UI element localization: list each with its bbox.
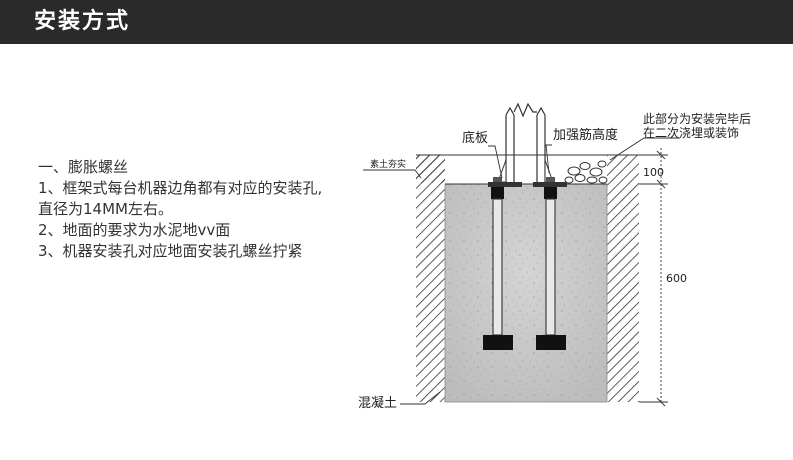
page-title: 安装方式 [34, 9, 131, 34]
concrete-speckle [445, 184, 607, 402]
label-finish-note-1: 此部分为安装完毕后 [643, 111, 751, 126]
dim-top-layer: 100 [643, 166, 664, 179]
nut-left [493, 177, 502, 182]
soil-wall-left [416, 155, 445, 402]
machine-frame [505, 102, 546, 182]
label-stiffener-height: 加强筋高度 [553, 127, 618, 143]
gravel-fill [564, 160, 608, 184]
base-plate-right [533, 182, 567, 187]
label-finish-note-2: 在二次浇埋或装饰 [643, 126, 739, 140]
base-plate-left [488, 182, 522, 187]
spec-line: 直径为14MM左右。 [38, 200, 173, 218]
dimension-lines [639, 148, 668, 407]
spec-block: 一、膨胀螺丝 1、框架式每台机器边角都有对应的安装孔, 直径为14MM左右。 2… [38, 157, 398, 262]
nut-right [546, 177, 555, 182]
anchor-bolts [483, 187, 566, 350]
label-soil: 素土夯实 [370, 158, 406, 170]
label-base-plate: 底板 [462, 130, 488, 146]
soil-wall-right [607, 155, 639, 402]
spec-heading: 一、膨胀螺丝 [38, 158, 129, 176]
dim-depth: 600 [666, 272, 687, 285]
spec-line: 2、地面的要求为水泥地vv面 [38, 221, 231, 239]
spec-line: 3、机器安装孔对应地面安装孔螺丝拧紧 [38, 242, 303, 260]
label-concrete: 混凝土 [358, 395, 397, 411]
leader-lines [363, 137, 680, 405]
soil-top-left [416, 155, 445, 183]
spec-line: 1、框架式每台机器边角都有对应的安装孔, [38, 179, 323, 197]
header-bar: 安装方式 [0, 0, 793, 44]
